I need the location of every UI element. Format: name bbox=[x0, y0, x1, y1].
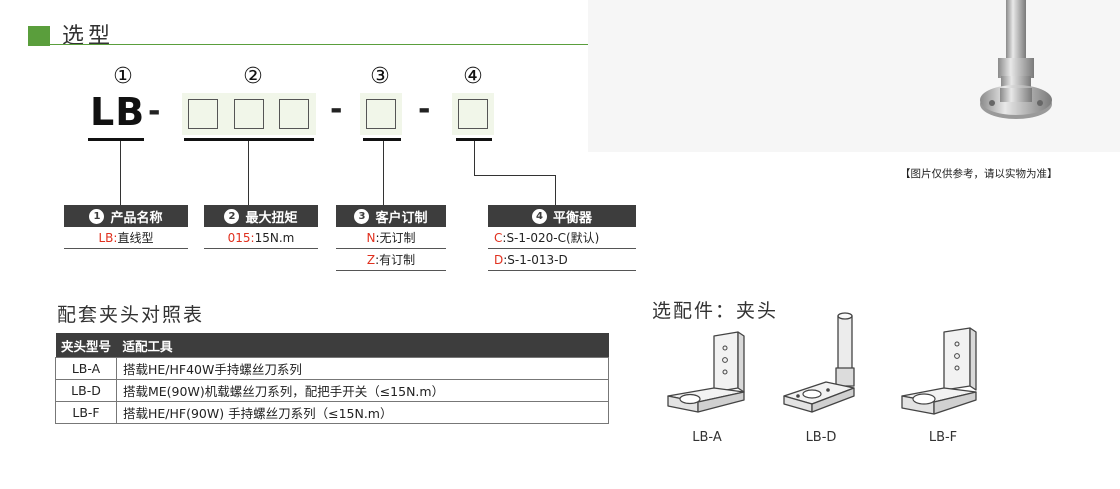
spec-option: LB: 直线型 bbox=[64, 227, 188, 249]
underline-3 bbox=[363, 138, 401, 141]
marker-1: ① bbox=[113, 64, 133, 89]
accessory-label: LB-F bbox=[928, 430, 958, 445]
spec-box-header: 4 平衡器 bbox=[488, 205, 636, 227]
code-slot bbox=[234, 99, 264, 129]
box-number: 3 bbox=[354, 208, 370, 224]
code-slot bbox=[366, 99, 396, 129]
table-title: 配套夹头对照表 bbox=[57, 304, 205, 326]
underline-2 bbox=[184, 138, 314, 141]
cell-model: LB-F bbox=[55, 401, 117, 424]
product-photo bbox=[588, 0, 1120, 152]
marker-3: ③ bbox=[370, 64, 390, 89]
cell-tool: 搭载ME(90W)机载螺丝刀系列，配把手开关（≤15N.m） bbox=[116, 379, 609, 402]
box-title: 最大扭矩 bbox=[245, 210, 298, 226]
connector-4a bbox=[474, 141, 475, 175]
box-number: 4 bbox=[531, 208, 547, 224]
section-divider bbox=[28, 44, 970, 45]
underline-1 bbox=[88, 138, 144, 141]
cell-tool: 搭载HE/HF(90W) 手持螺丝刀系列（≤15N.m） bbox=[116, 401, 609, 424]
spec-box-header: 3 客户订制 bbox=[336, 205, 446, 227]
spec-option: N: 无订制 bbox=[336, 227, 446, 249]
connector-1 bbox=[120, 141, 121, 205]
model-dash: - bbox=[330, 92, 343, 127]
spec-box-header: 2 最大扭矩 bbox=[204, 205, 318, 227]
table-row: LB-F 搭载HE/HF(90W) 手持螺丝刀系列（≤15N.m） bbox=[55, 401, 609, 424]
spec-box-product: 1 产品名称 LB: 直线型 bbox=[64, 205, 188, 249]
col-header-model: 夹头型号 bbox=[55, 333, 117, 358]
code-slot bbox=[188, 99, 218, 129]
spec-option: Z: 有订制 bbox=[336, 249, 446, 271]
table-row: LB-A 搭载HE/HF40W手持螺丝刀系列 bbox=[55, 357, 609, 380]
accessory-title: 选配件：夹头 bbox=[652, 300, 779, 322]
section-title: 选型 bbox=[62, 24, 115, 49]
model-dash: - bbox=[148, 94, 161, 129]
connector-4c bbox=[555, 175, 556, 205]
table-row: LB-D 搭载ME(90W)机载螺丝刀系列，配把手开关（≤15N.m） bbox=[55, 379, 609, 402]
accessory-label: LB-A bbox=[692, 430, 722, 445]
box-number: 1 bbox=[89, 208, 105, 224]
col-header-tool: 适配工具 bbox=[116, 333, 609, 358]
marker-2: ② bbox=[243, 64, 263, 89]
box-title: 客户订制 bbox=[375, 210, 428, 226]
connector-2 bbox=[248, 141, 249, 205]
code-slot bbox=[458, 99, 488, 129]
code-slot bbox=[279, 99, 309, 129]
box-title: 平衡器 bbox=[552, 210, 592, 226]
spec-box-custom: 3 客户订制 N: 无订制 Z: 有订制 bbox=[336, 205, 446, 271]
box-number: 2 bbox=[224, 208, 240, 224]
bracket-a-icon bbox=[662, 330, 752, 426]
cell-model: LB-D bbox=[55, 379, 117, 402]
product-arm-image bbox=[980, 0, 1052, 119]
model-dash: - bbox=[418, 92, 431, 127]
cell-tool: 搭载HE/HF40W手持螺丝刀系列 bbox=[116, 357, 609, 380]
compat-table: 夹头型号 适配工具 LB-A 搭载HE/HF40W手持螺丝刀系列 LB-D 搭载… bbox=[55, 333, 609, 424]
spec-box-balancer: 4 平衡器 C:S-1-020-C(默认) D:S-1-013-D bbox=[488, 205, 636, 271]
table-header-row: 夹头型号 适配工具 bbox=[55, 333, 609, 358]
spec-option: C:S-1-020-C(默认) bbox=[488, 227, 636, 249]
underline-4 bbox=[456, 138, 492, 141]
box-title: 产品名称 bbox=[110, 210, 163, 226]
cell-model: LB-A bbox=[55, 357, 117, 380]
accessory-label: LB-D bbox=[805, 430, 837, 445]
spec-option: D:S-1-013-D bbox=[488, 249, 636, 271]
marker-4: ④ bbox=[463, 64, 483, 89]
connector-4b bbox=[474, 175, 556, 176]
photo-disclaimer: 【图片仅供参考，请以实物为准】 bbox=[900, 168, 1058, 180]
spec-box-header: 1 产品名称 bbox=[64, 205, 188, 227]
spec-option: 015: 15N.m bbox=[204, 227, 318, 249]
model-prefix: LB bbox=[90, 90, 146, 134]
section-marker bbox=[28, 26, 50, 46]
spec-box-torque: 2 最大扭矩 015: 15N.m bbox=[204, 205, 318, 249]
clamp-d-icon bbox=[776, 306, 876, 426]
bracket-f-icon bbox=[898, 326, 988, 426]
connector-3 bbox=[383, 141, 384, 205]
